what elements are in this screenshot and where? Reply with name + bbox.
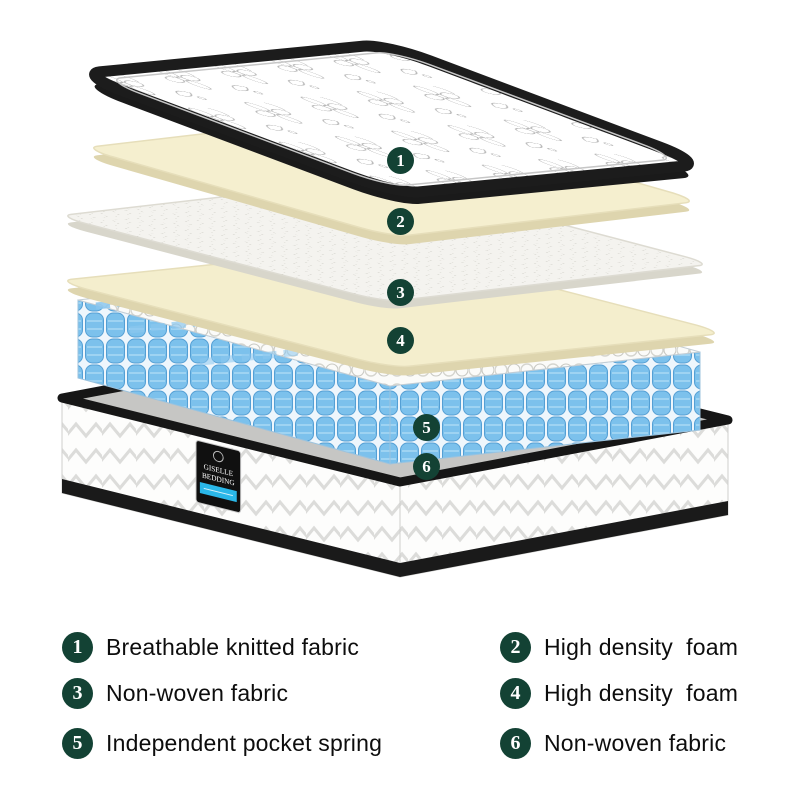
legend-number-badge: 5 <box>62 728 93 759</box>
legend-number-badge: 6 <box>500 728 531 759</box>
legend-label: High density foam <box>544 680 739 706</box>
layer-1-badge: 1 <box>387 147 414 174</box>
legend-label: High density foam <box>544 634 739 660</box>
base-bottom-edge <box>62 479 400 577</box>
brand-label: GISELLE BEDDING <box>195 440 242 513</box>
legend-item-non-woven-fabric-2: 6 Non-woven fabric <box>500 728 726 759</box>
layer-6-badge: 6 <box>413 453 440 480</box>
legend-item-breathable-knitted-fabric: 1 Breathable knitted fabric <box>62 632 359 663</box>
legend-item-high-density-foam-1: 2 High density foam <box>500 632 738 663</box>
legend-item-independent-pocket-spring: 5 Independent pocket spring <box>62 728 382 759</box>
layer-4-badge: 4 <box>387 327 414 354</box>
layer-5-badge: 5 <box>413 414 440 441</box>
knitted-top-layer <box>78 44 705 205</box>
legend-number-badge: 4 <box>500 678 531 709</box>
legend-number-badge: 3 <box>62 678 93 709</box>
layer-2-badge: 2 <box>387 208 414 235</box>
legend-item-high-density-foam-2: 4 High density foam <box>500 678 738 709</box>
legend-label: Non-woven fabric <box>544 730 727 756</box>
legend-label: Non-woven fabric <box>106 680 289 706</box>
layer-3-badge: 3 <box>387 279 414 306</box>
legend-label: Breathable knitted fabric <box>106 634 360 660</box>
legend-number-badge: 2 <box>500 632 531 663</box>
legend-item-non-woven-fabric-1: 3 Non-woven fabric <box>62 678 288 709</box>
legend-number-badge: 1 <box>62 632 93 663</box>
legend-label: Independent pocket spring <box>106 730 383 756</box>
base-bottom-edge <box>400 501 728 577</box>
mattress-exploded-diagram: GISELLE BEDDING <box>57 0 733 578</box>
